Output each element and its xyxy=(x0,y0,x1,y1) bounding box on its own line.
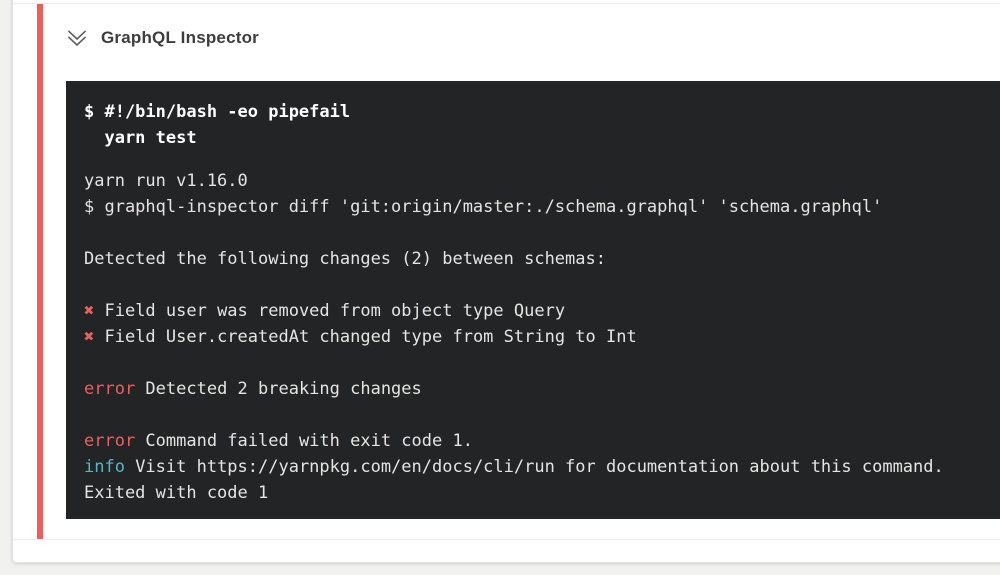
terminal-text-segment: ✖ xyxy=(84,301,105,321)
terminal-line xyxy=(84,350,1000,376)
terminal-line xyxy=(84,151,1000,168)
terminal-line: error Detected 2 breaking changes xyxy=(84,376,1000,402)
terminal-line: Exited with code 1 xyxy=(84,480,1000,506)
terminal-text-segment: $ graphql-inspector diff 'git:origin/mas… xyxy=(84,197,883,217)
terminal-line: ✖ Field User.createdAt changed type from… xyxy=(84,324,1000,350)
terminal-line xyxy=(84,402,1000,428)
terminal-line: ✖ Field user was removed from object typ… xyxy=(84,298,1000,324)
terminal-text-segment: $ #!/bin/bash -eo pipefail xyxy=(84,102,351,122)
terminal-text-segment: Field user was removed from object type … xyxy=(104,301,566,321)
terminal-text-segment: Detected the following changes (2) betwe… xyxy=(84,249,606,269)
terminal-text-segment: yarn run v1.16.0 xyxy=(84,171,248,191)
terminal-text-segment: yarn test xyxy=(84,128,197,148)
terminal-text-segment: Detected 2 breaking changes xyxy=(145,379,422,399)
terminal-line: error Command failed with exit code 1. xyxy=(84,428,1000,454)
terminal-lines: $ #!/bin/bash -eo pipefail yarn test yarn… xyxy=(84,99,1000,506)
step-header[interactable]: GraphQL Inspector xyxy=(13,4,413,50)
terminal-text-segment: ✖ xyxy=(84,327,105,347)
terminal-text-segment: error xyxy=(84,431,146,451)
terminal-line: $ #!/bin/bash -eo pipefail xyxy=(84,99,1000,125)
terminal-output: $ #!/bin/bash -eo pipefail yarn test yarn… xyxy=(66,81,1000,519)
step-title: GraphQL Inspector xyxy=(101,28,260,47)
terminal-text-segment: Visit https://yarnpkg.com/en/docs/cli/ru… xyxy=(135,457,944,477)
step-section: GraphQL Inspector $ #!/bin/bash -eo pipe… xyxy=(13,3,1000,540)
terminal-text-segment: Field User.createdAt changed type from S… xyxy=(104,327,637,347)
terminal-line: yarn run v1.16.0 xyxy=(84,168,1000,194)
terminal-line: yarn test xyxy=(84,125,1000,151)
terminal-text-segment: info xyxy=(84,457,136,477)
terminal-text-segment: Exited with code 1 xyxy=(84,483,269,503)
terminal-text-segment: Command failed with exit code 1. xyxy=(145,431,473,451)
step-status-accent-bar xyxy=(37,4,43,539)
terminal-line: info Visit https://yarnpkg.com/en/docs/c… xyxy=(84,454,1000,480)
terminal-line xyxy=(84,220,1000,246)
build-output-card: GraphQL Inspector $ #!/bin/bash -eo pipe… xyxy=(12,0,1000,563)
terminal-line: Detected the following changes (2) betwe… xyxy=(84,246,1000,272)
terminal-text-segment: error xyxy=(84,379,146,399)
terminal-line xyxy=(84,272,1000,298)
double-chevron-down-icon[interactable] xyxy=(65,26,89,50)
terminal-line: $ graphql-inspector diff 'git:origin/mas… xyxy=(84,194,1000,220)
